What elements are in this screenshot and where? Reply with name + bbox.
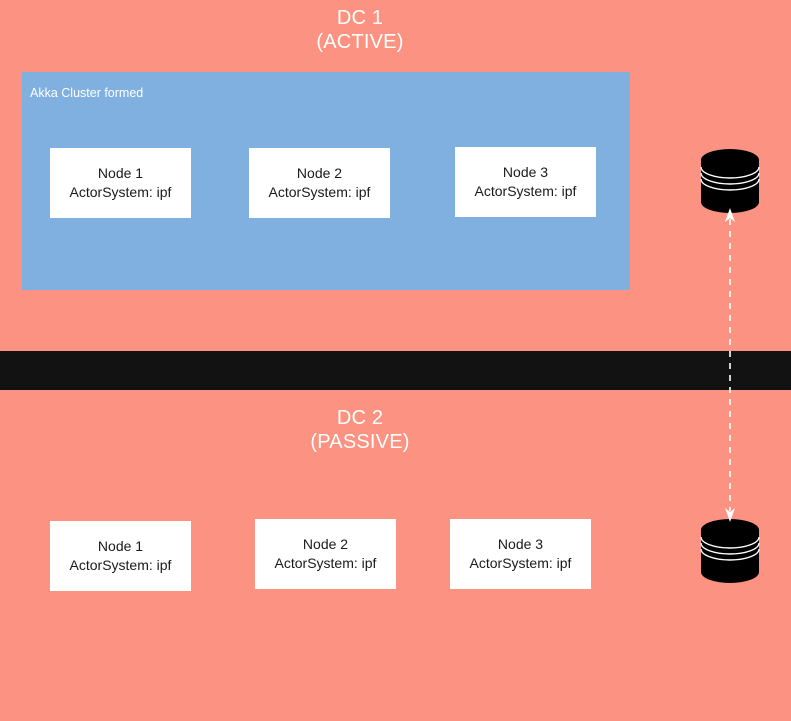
datacenter-divider-bar <box>0 351 791 390</box>
node-detail: ActorSystem: ipf <box>274 555 377 571</box>
node-box-dc2-node-1[interactable]: Node 1 ActorSystem: ipf <box>50 521 191 591</box>
node-detail: ActorSystem: ipf <box>268 184 371 200</box>
node-title: Node 1 <box>97 538 144 554</box>
datacenter-title-dc1: DC 1 (ACTIVE) <box>316 7 404 53</box>
node-box-dc2-node-3[interactable]: Node 3 ActorSystem: ipf <box>450 519 591 589</box>
node-detail: ActorSystem: ipf <box>469 555 572 571</box>
node-detail: ActorSystem: ipf <box>474 183 577 199</box>
node-title: Node 2 <box>302 536 349 552</box>
node-box-dc1-node-3[interactable]: Node 3 ActorSystem: ipf <box>455 147 596 217</box>
node-box-dc1-node-1[interactable]: Node 1 ActorSystem: ipf <box>50 148 191 218</box>
node-title: Node 3 <box>497 536 544 552</box>
node-box-dc2-node-2[interactable]: Node 2 ActorSystem: ipf <box>255 519 396 589</box>
akka-cluster-panel-label: Akka Cluster formed <box>30 86 144 100</box>
node-title: Node 3 <box>502 164 549 180</box>
dashed-double-arrow-icon <box>700 205 760 525</box>
node-title: Node 1 <box>97 165 144 181</box>
datacenter-title-dc2: DC 2 (PASSIVE) <box>310 407 410 453</box>
database-cylinder-icon-dc2[interactable] <box>699 518 761 584</box>
node-title: Node 2 <box>296 165 343 181</box>
database-cylinder-icon-dc1[interactable] <box>699 148 761 214</box>
node-box-dc1-node-2[interactable]: Node 2 ActorSystem: ipf <box>249 148 390 218</box>
node-detail: ActorSystem: ipf <box>69 184 172 200</box>
node-detail: ActorSystem: ipf <box>69 557 172 573</box>
